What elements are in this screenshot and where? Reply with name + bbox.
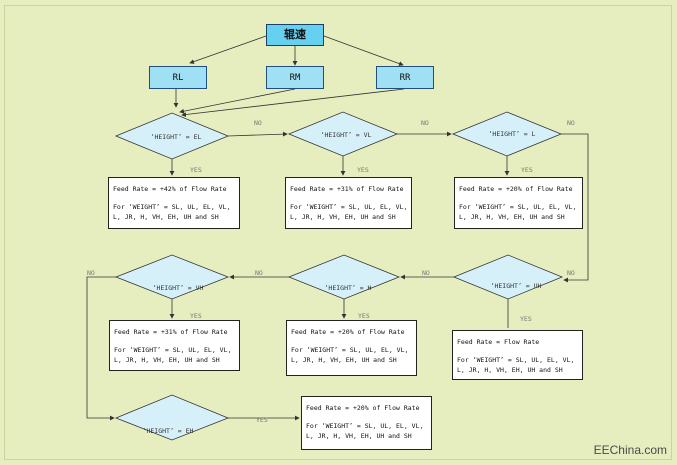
yes-label-d3: YES <box>521 166 533 174</box>
decision-label-vh: ‘HEIGHT’ = VH <box>153 284 204 292</box>
no-label-d6: NO <box>87 269 95 277</box>
no-label-d1: NO <box>254 119 262 127</box>
watermark: EEChina.com <box>593 443 667 457</box>
roll-node-rl: RL <box>149 66 207 89</box>
edge-d6-d7 <box>86 276 116 421</box>
feed-rate-text: Feed Rate = +31% of Flow Rate <box>114 328 228 336</box>
yes-label-d5: YES <box>358 312 370 320</box>
edge-rm-d1 <box>179 88 296 114</box>
yes-label-d1: YES <box>190 166 202 174</box>
outcome-box-h: Feed Rate = +20% of Flow Rate For ‘WEIGH… <box>286 320 417 376</box>
edge-d1-d2 <box>227 131 288 137</box>
weight-groups-text: For ‘WEIGHT’ = SL, UL, EL, VL, L, JR, H,… <box>457 356 575 374</box>
outcome-box-vh: Feed Rate = +31% of Flow Rate For ‘WEIGH… <box>109 320 240 371</box>
feed-rate-text: Feed Rate = Flow Rate <box>457 338 540 346</box>
diagram-frame <box>4 5 672 460</box>
outcome-box-vl: Feed Rate = +31% of Flow Rate For ‘WEIGH… <box>285 177 412 229</box>
outcome-box-uh: Feed Rate = Flow Rate For ‘WEIGHT’ = SL,… <box>452 330 583 380</box>
feed-rate-text: Feed Rate = +20% of Flow Rate <box>306 404 420 412</box>
outcome-box-el: Feed Rate = +42% of Flow Rate For ‘WEIGH… <box>108 177 240 229</box>
outcome-box-eh: Feed Rate = +20% of Flow Rate For ‘WEIGH… <box>301 396 432 450</box>
decision-diamond-h <box>287 254 401 300</box>
feed-rate-text: Feed Rate = +42% of Flow Rate <box>113 185 227 193</box>
edge-rr-d1 <box>181 88 405 117</box>
no-label-d4: NO <box>422 269 430 277</box>
feed-rate-text: Feed Rate = +20% of Flow Rate <box>459 185 573 193</box>
roll-node-rr: RR <box>376 66 434 89</box>
decision-label-eh: ‘HEIGHT’ = EH <box>143 427 194 435</box>
no-label-d5: NO <box>255 269 263 277</box>
no-label-d3: NO <box>567 119 575 127</box>
decision-label-vl: ‘HEIGHT’ = VL <box>321 131 372 139</box>
no-label-d2: NO <box>421 119 429 127</box>
edge-title-rl <box>189 35 267 64</box>
roll-speed-title: 辊速 <box>266 24 324 46</box>
weight-groups-text: For ‘WEIGHT’ = SL, UL, EL, VL, L, JR, H,… <box>113 203 231 221</box>
roll-node-rm: RM <box>266 66 324 89</box>
edge-d3-d4 <box>561 133 589 283</box>
yes-label-d7: YES <box>256 416 268 424</box>
no-label-d4-right: NO <box>567 269 575 277</box>
decision-label-h: ‘HEIGHT’ = H <box>325 284 372 292</box>
decision-label-uh: ‘HEIGHT’ = UH <box>491 282 542 290</box>
feed-rate-text: Feed Rate = +20% of Flow Rate <box>291 328 405 336</box>
weight-groups-text: For ‘WEIGHT’ = SL, UL, EL, VL, L, JR, H,… <box>114 346 232 364</box>
weight-groups-text: For ‘WEIGHT’ = SL, UL, EL, VL, L, JR, H,… <box>459 203 577 221</box>
yes-label-d6: YES <box>190 312 202 320</box>
decision-diamond-vh <box>114 254 230 300</box>
yes-label-d2: YES <box>357 166 369 174</box>
yes-label-d4: YES <box>520 315 532 323</box>
weight-groups-text: For ‘WEIGHT’ = SL, UL, EL, VL, L, JR, H,… <box>291 346 409 364</box>
decision-label-l: ‘HEIGHT’ = L <box>489 130 536 138</box>
decision-diamond-uh <box>452 254 564 300</box>
weight-groups-text: For ‘WEIGHT’ = SL, UL, EL, VL, L, JR, H,… <box>290 203 408 221</box>
feed-rate-text: Feed Rate = +31% of Flow Rate <box>290 185 404 193</box>
weight-groups-text: For ‘WEIGHT’ = SL, UL, EL, VL, L, JR, H,… <box>306 422 424 440</box>
decision-label-el: ‘HEIGHT’ = EL <box>151 133 202 141</box>
edge-title-rr <box>323 35 404 66</box>
outcome-box-l: Feed Rate = +20% of Flow Rate For ‘WEIGH… <box>454 177 583 229</box>
